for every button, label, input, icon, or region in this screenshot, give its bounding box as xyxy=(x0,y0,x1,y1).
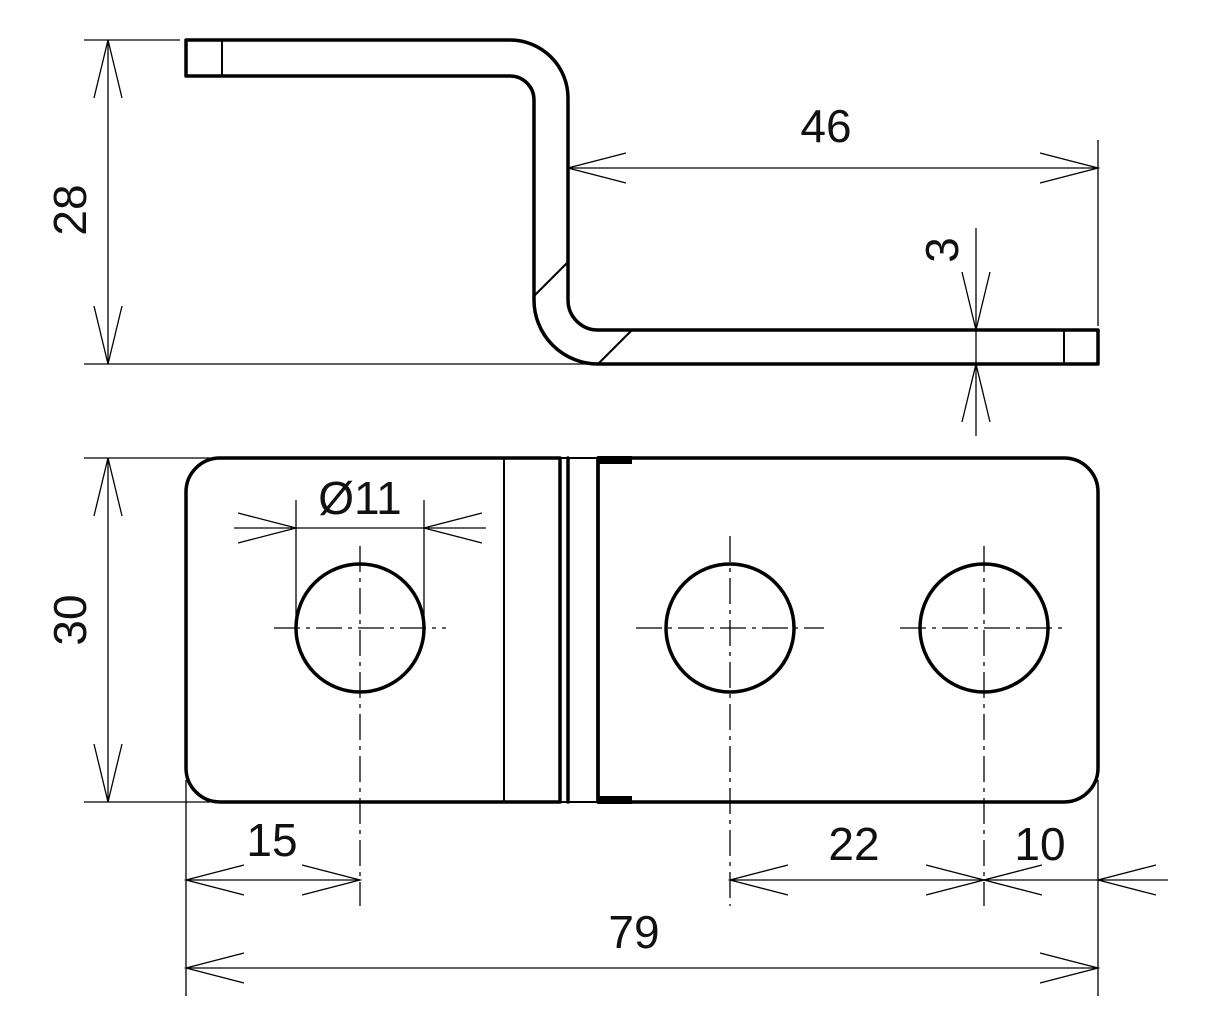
dimension-height-28: 28 xyxy=(44,39,590,365)
dimension-length-46: 46 xyxy=(565,100,1101,326)
top-outline-right xyxy=(596,456,1100,804)
side-thickness-label: 3 xyxy=(916,237,968,263)
dimension-overall-79: 79 xyxy=(183,906,1101,984)
dimension-hole-pitch-22: 22 xyxy=(727,818,987,896)
hole-diameter-label: Ø11 xyxy=(318,472,402,524)
dimension-diameter-11: Ø11 xyxy=(234,472,486,628)
bend-tab-top xyxy=(598,456,632,464)
side-view: 28 46 3 xyxy=(44,38,1101,436)
dimension-thickness-3: 3 xyxy=(916,228,1098,436)
dimension-height-30: 30 xyxy=(44,457,210,803)
hole-left xyxy=(274,546,446,906)
hole-pitch-label: 22 xyxy=(828,818,879,870)
top-view: 30 Ø11 15 22 xyxy=(44,456,1168,996)
side-profile-outline xyxy=(184,38,1100,366)
hole-offset-label: 15 xyxy=(246,814,297,866)
bend-chamfer-lower xyxy=(597,329,633,365)
bend-chamfer-upper xyxy=(533,261,569,297)
side-length-label: 46 xyxy=(800,100,851,152)
overall-length-label: 79 xyxy=(608,906,659,958)
edge-distance-label: 10 xyxy=(1014,818,1065,870)
hole-middle xyxy=(636,536,824,906)
side-height-label: 28 xyxy=(44,184,96,235)
dimension-edge-10: 10 xyxy=(981,818,1168,896)
hole-right xyxy=(900,546,1068,906)
bend-tab-bottom xyxy=(598,796,632,804)
dimension-hole-offset-15: 15 xyxy=(183,814,363,896)
top-outline xyxy=(184,456,562,804)
top-height-label: 30 xyxy=(44,594,96,645)
